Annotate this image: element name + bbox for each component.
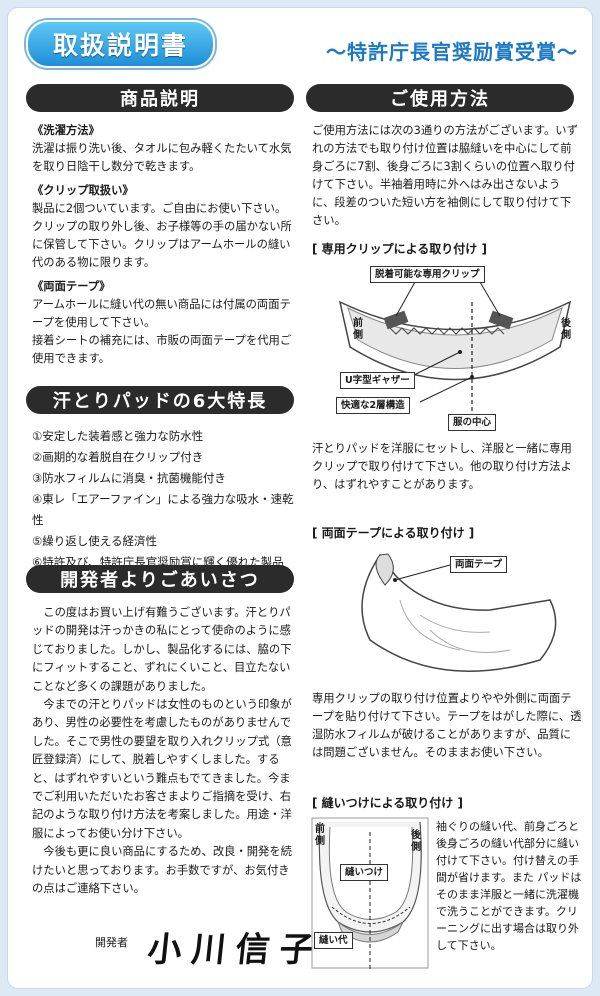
usage-intro: ご使用方法には次の3通りの方法がございます。いずれの方法でも取り付け位置は脇縫い… <box>312 124 578 227</box>
clip-icon <box>383 310 409 330</box>
clip-label: 脱着可能な専用クリップ <box>370 266 485 283</box>
tape-text-1: アームホールに縫い代の無い商品には付属の両面テープを使用して下さい。 <box>32 298 291 329</box>
feature-item: ①安定した装着感と強力な防水性 <box>32 429 204 443</box>
front-label: 前側 <box>353 318 363 341</box>
u-gather-label: U字型ギャザー <box>340 372 415 389</box>
sew-method-text: 袖ぐりの縫い代、前身ごろと後身ごろの縫い代部分に縫い付けて下さい。付け替えの手間… <box>436 820 582 952</box>
tape-attachment-diagram <box>361 553 557 672</box>
wash-text: 洗濯は振り洗い後、タオルに包み軽くたたいて水気を取り日陰干し数分で乾きます。 <box>32 142 292 173</box>
tape-label: 両面テープ <box>450 556 507 573</box>
clip-method-text: 汗とりパッドを洋服にセットし、洋服と一緒に専用クリップで取り付けて下さい。他の取… <box>312 442 572 491</box>
tape-heading: 《両面テープ》 <box>32 280 111 293</box>
usage-header: ご使用方法 <box>306 84 574 112</box>
manual-sheet <box>8 8 592 988</box>
product-description-body: 《洗濯方法》 洗濯は振り洗い後、タオルに包み軽くたたいて水気を取り日陰干し数分で… <box>32 122 294 368</box>
feature-item: ④東レ「エアーファイン」による強力な吸水・速乾性 <box>32 492 294 527</box>
greeting-body: この度はお買い上げ有難うございます。汗とりパッドの開発は汗っかきの私にとって使命… <box>32 604 294 899</box>
product-description-header: 商品説明 <box>26 84 294 112</box>
sew-method-heading: [ 縫いつけによる取り付け ] <box>312 796 463 810</box>
seam-label: 縫い代 <box>314 932 353 949</box>
feature-item: ②画期的な着脱自在クリップ付き <box>32 450 204 464</box>
award-banner: 〜特許庁長官奨励賞受賞〜 <box>326 40 578 64</box>
back-label: 後側 <box>561 318 571 341</box>
garment-center-label: 服の中心 <box>448 414 497 431</box>
tape-method-heading: [ 両面テープによる取り付け ] <box>312 526 475 540</box>
greeting-paragraph-1: この度はお買い上げ有難うございます。汗とりパッドの開発は汗っかきの私にとって使命… <box>32 606 292 693</box>
clip-attachment-diagram <box>338 281 572 427</box>
manual-title: 取扱説明書 <box>26 20 215 68</box>
clip-icon <box>488 310 514 330</box>
clip-method-heading: [ 専用クリップによる取り付け ] <box>312 242 487 256</box>
sew-label: 縫いつけ <box>340 864 389 881</box>
feature-item: ③防水フィルムに消臭・抗菌機能付き <box>32 471 226 485</box>
greeting-paragraph-3: 今後も更に良い商品にするため、改良・開発を続けたいと思っております。お手数ですが… <box>32 845 292 896</box>
sew-front-label: 前側 <box>315 824 325 847</box>
sew-back-label: 後側 <box>411 830 421 853</box>
tape-method-text: 専用クリップの取り付け位置よりやや外側に両面テープを貼り付けて下さい。テープをは… <box>312 692 582 759</box>
tape-text-2: 接着シートの補充には、市販の両面テープを代用ご使用できます。 <box>32 334 292 365</box>
greeting-header: 開発者よりごあいさつ <box>26 565 294 593</box>
developer-label: 開発者 <box>95 936 128 949</box>
feature-item: ⑤繰り返し使える経済性 <box>32 534 157 548</box>
features-header: 汗とりパッドの6大特長 <box>26 386 294 414</box>
clip-heading: 《クリップ取扱い》 <box>32 184 134 197</box>
developer-signature: 小川信子 <box>145 930 326 970</box>
greeting-paragraph-2: 今までの汗とりパッドは女性のものという印象があり、男性の必要性を考慮したものがあ… <box>32 698 292 840</box>
layer-label: 快適な2層構造 <box>336 397 410 414</box>
clip-text: 製品に2個ついています。ご自由にお使い下さい。クリップの取り外し後、お子様等の手… <box>32 202 292 269</box>
wash-heading: 《洗濯方法》 <box>32 124 100 137</box>
